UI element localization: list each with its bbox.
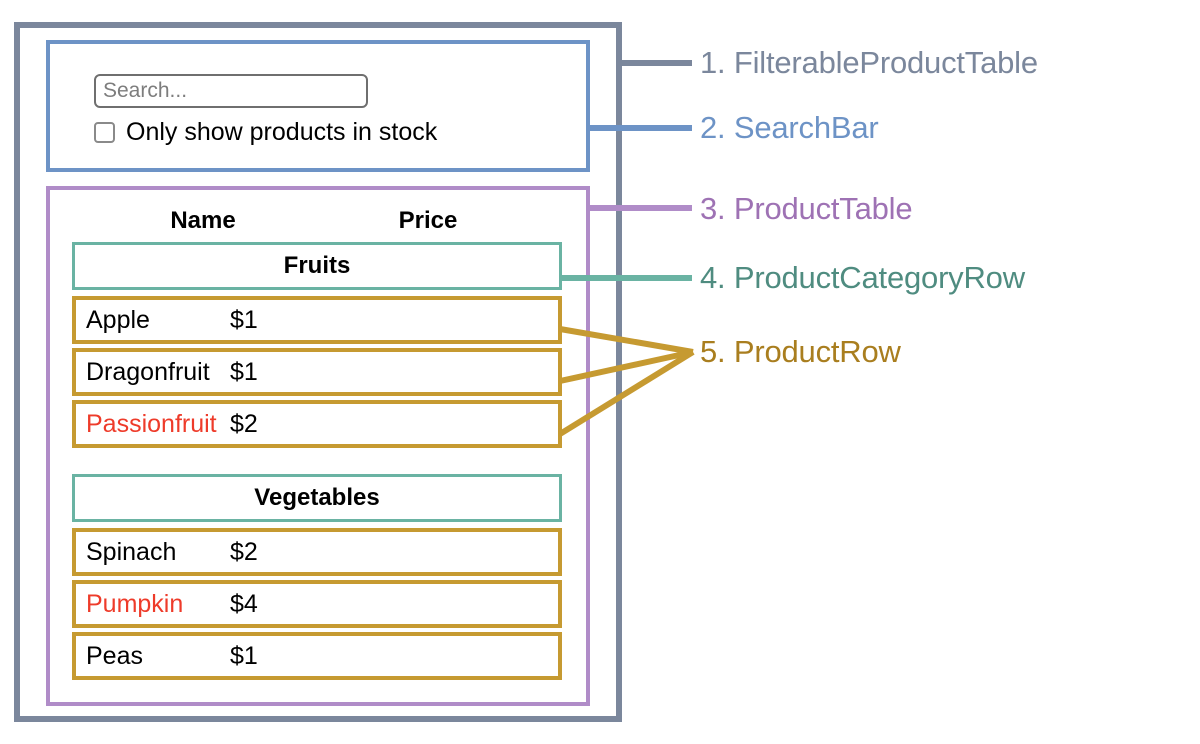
- in-stock-checkbox-label: Only show products in stock: [126, 118, 438, 146]
- product-row[interactable]: Pumpkin $4: [72, 580, 562, 628]
- product-row[interactable]: Passionfruit $2: [72, 400, 562, 448]
- product-row[interactable]: Spinach $2: [72, 528, 562, 576]
- product-table-body: Name Price Fruits Apple $1 Dragonfruit $…: [72, 200, 562, 684]
- product-name: Dragonfruit: [86, 357, 210, 386]
- product-row[interactable]: Peas $1: [72, 632, 562, 680]
- product-row[interactable]: Dragonfruit $1: [72, 348, 562, 396]
- product-name: Spinach: [86, 537, 177, 566]
- product-category-label: Vegetables: [254, 484, 380, 511]
- product-category-row: Vegetables: [72, 474, 562, 522]
- product-price: $1: [230, 305, 258, 334]
- product-row[interactable]: Apple $1: [72, 296, 562, 344]
- annotation-label-2: 2. SearchBar: [700, 110, 879, 145]
- product-table-header-row: Name Price: [72, 200, 562, 242]
- annotation-label-1: 1. FilterableProductTable: [700, 45, 1038, 80]
- group-spacer: [72, 452, 562, 474]
- checkbox-icon[interactable]: [94, 122, 115, 143]
- product-name: Apple: [86, 305, 150, 334]
- product-name: Peas: [86, 641, 143, 670]
- search-bar-frame: Only show products in stock: [46, 40, 590, 172]
- product-price: $1: [230, 641, 258, 670]
- product-price: $2: [230, 409, 258, 438]
- product-price: $1: [230, 357, 258, 386]
- product-category-row: Fruits: [72, 242, 562, 290]
- annotation-label-5: 5. ProductRow: [700, 334, 901, 369]
- annotation-label-4: 4. ProductCategoryRow: [700, 260, 1025, 295]
- column-header-name: Name: [170, 207, 236, 234]
- product-price: $4: [230, 589, 258, 618]
- in-stock-checkbox-row[interactable]: Only show products in stock: [94, 120, 437, 145]
- product-price: $2: [230, 537, 258, 566]
- column-header-price: Price: [398, 207, 458, 234]
- annotation-label-3: 3. ProductTable: [700, 191, 913, 226]
- product-category-label: Fruits: [283, 252, 351, 279]
- search-input[interactable]: [94, 74, 368, 108]
- product-name: Passionfruit: [86, 409, 217, 438]
- product-name: Pumpkin: [86, 589, 184, 618]
- product-table-frame: Name Price Fruits Apple $1 Dragonfruit $…: [46, 186, 590, 706]
